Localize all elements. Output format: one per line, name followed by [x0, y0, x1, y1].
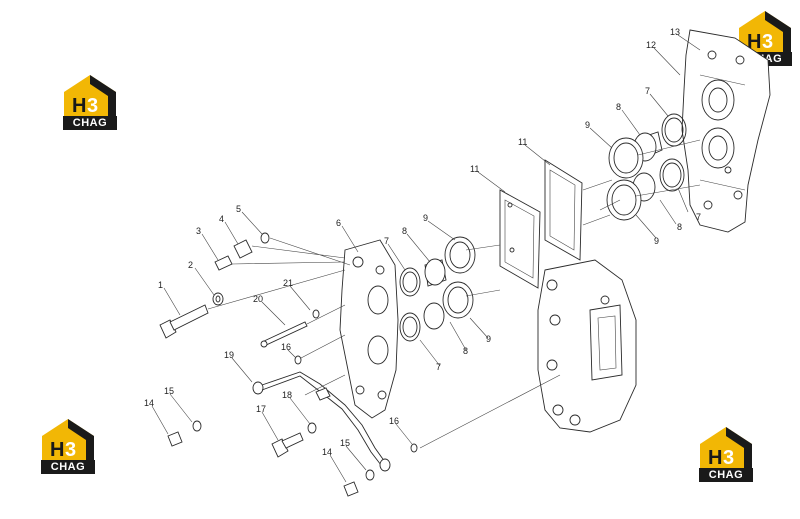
callout-9-upper-left: 9 — [423, 213, 428, 223]
h3-house-logo-icon: H 3 — [700, 427, 752, 469]
callout-21: 21 — [283, 278, 293, 288]
callout-17: 17 — [256, 404, 266, 414]
callout-2: 2 — [188, 260, 193, 270]
bolt-17 — [271, 432, 304, 458]
watermark-caption: CHAG — [41, 460, 95, 474]
seal-ring-5 — [260, 232, 270, 244]
svg-text:3: 3 — [723, 447, 734, 469]
callout-8-upper-left: 8 — [402, 226, 407, 236]
callout-16-lower: 16 — [389, 416, 399, 426]
brake-pad-front — [499, 189, 541, 289]
svg-text:H: H — [708, 447, 722, 469]
callout-6: 6 — [336, 218, 341, 228]
svg-text:3: 3 — [87, 95, 98, 117]
callout-7-lower-right: 7 — [696, 212, 701, 222]
washer-16-upper — [294, 355, 302, 365]
callout-7-lower-left: 7 — [436, 362, 441, 372]
caliper-half-left — [339, 239, 399, 419]
callout-1: 1 — [158, 280, 163, 290]
callout-7-upper-left: 7 — [384, 236, 389, 246]
callout-13: 13 — [670, 27, 680, 37]
bleeder-body-4 — [233, 239, 253, 259]
callout-8-lower-right: 8 — [677, 222, 682, 232]
callout-3: 3 — [196, 226, 201, 236]
pin-20 — [260, 321, 308, 348]
caliper-assembly-lower — [537, 259, 637, 433]
callout-20: 20 — [253, 294, 263, 304]
watermark-logo-bottom-right: H 3 CHAG — [694, 424, 758, 484]
callout-11-front-pad: 11 — [470, 164, 479, 174]
assembly-centerlines — [207, 139, 701, 449]
callout-9-upper-right: 9 — [585, 120, 590, 130]
callout-19: 19 — [224, 350, 234, 360]
bolt-14-upper — [167, 431, 183, 447]
watermark-logo-top-left: H 3 CHAG — [58, 72, 122, 132]
callout-16-upper: 16 — [281, 342, 291, 352]
watermark-caption: CHAG — [63, 116, 117, 130]
h3-house-logo-icon: H 3 — [64, 75, 116, 117]
callout-14-upper: 14 — [144, 398, 154, 408]
svg-text:H: H — [747, 31, 761, 53]
washer-15-upper — [192, 420, 202, 432]
callout-18: 18 — [282, 390, 292, 400]
fitting-18 — [307, 387, 331, 434]
h3-house-logo-icon: H 3 — [42, 419, 94, 461]
bolt-1 — [159, 304, 209, 339]
callout-15-upper: 15 — [164, 386, 174, 396]
washer-16-lower — [410, 443, 418, 453]
middle-seal-stack — [399, 236, 476, 342]
upper-seal-stack — [606, 113, 687, 221]
callout-leaders — [151, 34, 701, 483]
callout-5: 5 — [236, 204, 241, 214]
bleeder-screw-3 — [214, 255, 233, 271]
watermark-caption: CHAG — [699, 468, 753, 482]
washer-21 — [312, 309, 320, 319]
callout-8-upper-right: 8 — [616, 102, 621, 112]
svg-text:3: 3 — [65, 439, 76, 461]
callout-4: 4 — [219, 214, 224, 224]
callout-8-lower-left: 8 — [463, 346, 468, 356]
callout-7-upper-right: 7 — [645, 86, 650, 96]
callout-11-rear-pad: 11 — [518, 137, 527, 147]
bolt-14-lower — [343, 481, 359, 497]
svg-text:H: H — [50, 439, 64, 461]
callout-numbers: 1 2 3 4 5 6 7 7 7 7 8 8 8 8 9 9 9 9 11 1… — [144, 27, 701, 457]
svg-text:H: H — [72, 95, 86, 117]
callout-9-lower-left: 9 — [486, 334, 491, 344]
callout-9-lower-right: 9 — [654, 236, 659, 246]
watermark-logo-bottom-left: H 3 CHAG — [36, 416, 100, 476]
callout-12: 12 — [646, 40, 656, 50]
h3-house-logo-icon: H 3 — [739, 11, 791, 53]
svg-text:3: 3 — [762, 31, 773, 53]
callout-14-lower: 14 — [322, 447, 332, 457]
washer-15-lower — [365, 469, 375, 481]
callout-15-lower: 15 — [340, 438, 350, 448]
caliper-half-right — [681, 29, 771, 233]
washer-2 — [212, 292, 224, 306]
brake-pad-rear — [544, 159, 583, 261]
brake-line-19 — [252, 371, 391, 472]
